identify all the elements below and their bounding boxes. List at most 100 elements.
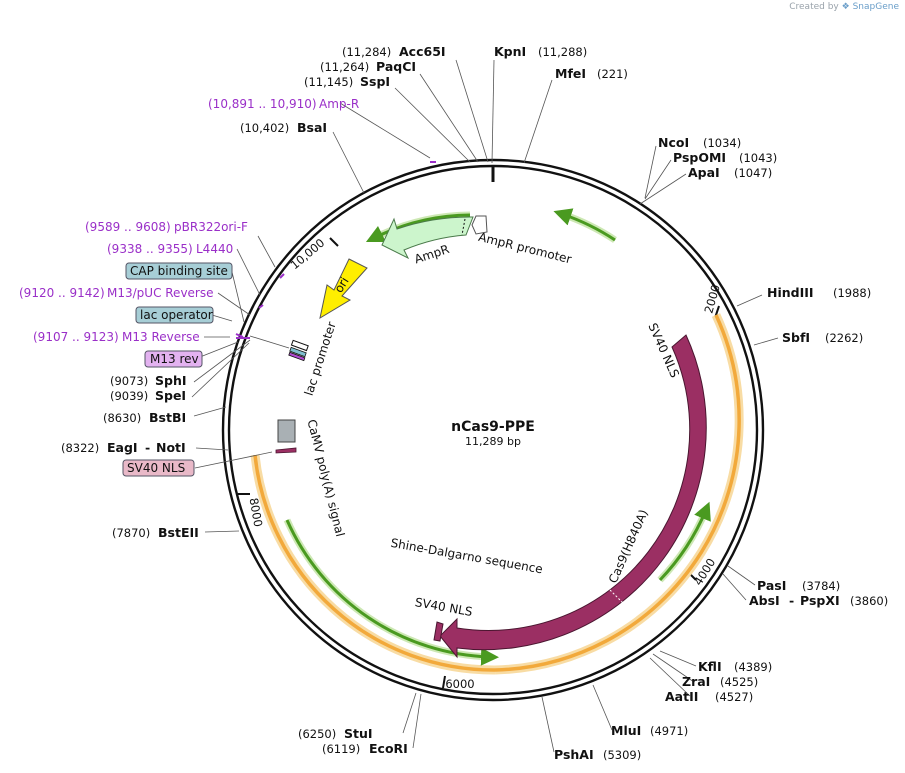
enzyme-acc65i-pos: (11,284) (342, 45, 391, 59)
cas9-segment-divider (609, 589, 624, 604)
ampr-feature-arrow[interactable] (381, 216, 474, 260)
enzyme-spei-pos: (9039) (110, 389, 148, 403)
enzyme-bsteii-name: BstEII (158, 525, 199, 540)
enzyme-pspomi-pos: (1043) (739, 151, 777, 165)
enzyme-bsteii[interactable]: (7870) BstEII (112, 525, 199, 540)
enzyme-bstbi[interactable]: (8630) BstBI (103, 410, 186, 425)
enzyme-bsai[interactable]: (10,402) BsaI (240, 120, 327, 135)
enzyme-pspomi-name: PspOMI (673, 150, 726, 165)
tick-label-6000: 6000 (445, 677, 474, 691)
sv40-nls-left-feature[interactable] (275, 447, 297, 454)
camv-polya-feature[interactable] (277, 419, 296, 443)
ori-feature-arrow[interactable] (319, 258, 368, 320)
enzyme-ncoi-pos: (1034) (703, 136, 741, 150)
enzyme-mfei[interactable]: MfeI (221) (555, 66, 628, 81)
enzyme-sspi-name: SspI (360, 74, 390, 89)
credit-brand: SnapGene (852, 2, 899, 12)
snapgene-credit: Created by ❖ SnapGene (789, 2, 899, 12)
cap-binding-site-box[interactable]: CAP binding site (125, 262, 233, 280)
ampr-segment-divider (461, 218, 466, 236)
sv40-nls-bottom-feature[interactable] (433, 621, 444, 642)
credit-prefix: Created by (789, 2, 839, 12)
enzyme-mlui-pos: (4971) (650, 724, 688, 738)
ampr-promoter-label: AmpR promoter (477, 230, 573, 267)
enzyme-ecori[interactable]: (6119) EcoRI (322, 741, 408, 756)
primer-l4440-range: (9338 .. 9355) (107, 242, 193, 256)
enzyme-sphi[interactable]: (9073) SphI (110, 373, 187, 388)
primer-ampr[interactable]: (10,891 .. 10,910) Amp-R (208, 97, 359, 111)
enzyme-eagi-noti[interactable]: (8322) EagI - NotI (61, 440, 186, 455)
enzyme-aatii[interactable]: AatII (4527) (665, 689, 753, 704)
enzyme-apai-name: ApaI (688, 165, 720, 180)
green-arrow-right[interactable] (658, 501, 711, 582)
sv40-nls-box-label: SV40 NLS (127, 461, 185, 475)
enzyme-bsteii-pos: (7870) (112, 526, 150, 540)
enzyme-kpni[interactable]: KpnI (11,288) (494, 44, 587, 59)
primer-m13rev-name: M13 Reverse (122, 330, 200, 344)
primer-pbr322-range: (9589 .. 9608) (85, 220, 171, 234)
enzyme-stui-name: StuI (344, 726, 373, 741)
m13-rev-box[interactable]: M13 rev (144, 350, 203, 368)
enzyme-pspxi-name: PspXI (800, 593, 840, 608)
enzyme-stui[interactable]: (6250) StuI (298, 726, 373, 741)
enzyme-mfei-pos: (221) (597, 67, 628, 81)
enzyme-kfli[interactable]: KflI (4389) (698, 659, 772, 674)
enzyme-pspomi[interactable]: PspOMI (1043) (673, 150, 777, 165)
enzyme-apai-pos: (1047) (734, 166, 772, 180)
primer-l4440-name: L4440 (196, 242, 233, 256)
enzyme-bstbi-pos: (8630) (103, 411, 141, 425)
m13-rev-label: M13 rev (150, 352, 199, 366)
enzyme-absi-pspxi[interactable]: AbsI - PspXI (3860) (749, 593, 888, 608)
cas9-feature-arrow[interactable] (439, 334, 707, 659)
enzyme-ncoi[interactable]: NcoI (1034) (658, 135, 741, 150)
enzyme-ecori-pos: (6119) (322, 742, 360, 756)
enzyme-sspi-pos: (11,145) (304, 75, 353, 89)
enzyme-spei[interactable]: (9039) SpeI (110, 388, 186, 403)
leader-lines (191, 59, 779, 753)
enzyme-hindiii[interactable]: HindIII (1988) (767, 285, 871, 300)
enzyme-sspi[interactable]: (11,145) SspI (304, 74, 390, 89)
plasmid-size: 11,289 bp (465, 435, 521, 448)
enzyme-sbfi-pos: (2262) (825, 331, 863, 345)
enzyme-aatii-pos: (4527) (715, 690, 753, 704)
enzyme-mlui[interactable]: MluI (4971) (611, 723, 688, 738)
primer-m13-reverse[interactable]: (9107 .. 9123) M13 Reverse (33, 330, 200, 344)
enzyme-kpni-pos: (11,288) (538, 45, 587, 59)
enzyme-apai[interactable]: ApaI (1047) (688, 165, 772, 180)
enzyme-eagi-name: EagI (107, 440, 138, 455)
primer-arrow-l4440 (258, 304, 264, 309)
enzyme-hindiii-name: HindIII (767, 285, 814, 300)
sv40-nls-box[interactable]: SV40 NLS (122, 459, 195, 477)
tick-label-2000: 2000 (701, 283, 723, 315)
enzyme-paqci-name: PaqCI (376, 59, 416, 74)
enzyme-paqci[interactable]: (11,264) PaqCI (320, 59, 416, 74)
snapgene-logo-icon: ❖ (841, 2, 850, 12)
enzyme-pshai-pos: (5309) (603, 748, 641, 762)
lac-promoter-features[interactable] (288, 339, 309, 362)
green-arrow-top-right[interactable] (553, 208, 616, 242)
tick-label-8000: 8000 (247, 497, 266, 528)
enzyme-pshai[interactable]: PshAI (5309) (554, 747, 641, 762)
enzyme-pasi-pos: (3784) (802, 579, 840, 593)
ampr-promoter-feature[interactable] (471, 215, 488, 235)
enzyme-kfli-pos: (4389) (734, 660, 772, 674)
orange-bar-left[interactable] (253, 454, 496, 672)
enzyme-sbfi[interactable]: SbfI (2262) (782, 330, 863, 345)
enzyme-zrai[interactable]: ZraI (4525) (682, 674, 758, 689)
enzyme-pshai-name: PshAI (554, 747, 594, 762)
shine-dalgarno-label: Shine-Dalgarno sequence (390, 536, 544, 577)
orange-bar-right[interactable] (494, 314, 741, 672)
lac-operator-box[interactable]: lac operator (135, 306, 214, 324)
primer-pbr322ori-f[interactable]: (9589 .. 9608) pBR322ori-F (85, 220, 248, 234)
green-arrow-top-left[interactable] (365, 213, 471, 243)
primer-m13puc-reverse[interactable]: (9120 .. 9142) M13/pUC Reverse (19, 286, 214, 300)
cap-binding-site-label: CAP binding site (130, 264, 228, 278)
primer-l4440[interactable]: (9338 .. 9355) L4440 (107, 242, 233, 256)
enzyme-bsai-pos: (10,402) (240, 121, 289, 135)
enzyme-acc65i[interactable]: (11,284) Acc65I (342, 44, 446, 59)
enzyme-pasi-name: PasI (757, 578, 786, 593)
enzyme-absi-sep: - (789, 593, 794, 608)
enzyme-pasi[interactable]: PasI (3784) (757, 578, 840, 593)
enzyme-absi-pos: (3860) (850, 594, 888, 608)
